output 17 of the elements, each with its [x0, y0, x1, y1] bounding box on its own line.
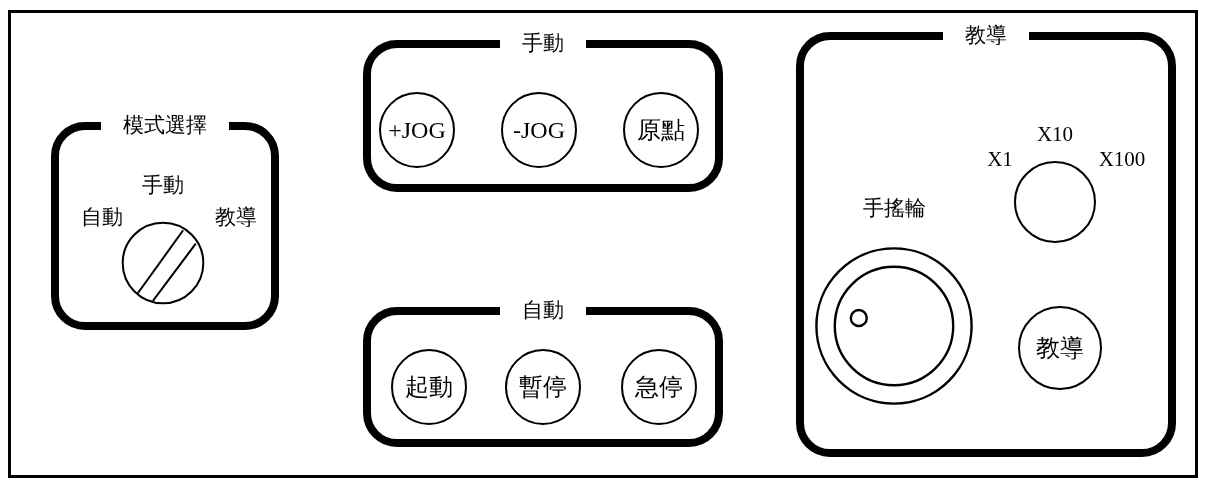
push-button: 急停	[621, 349, 697, 425]
push-button: 起動	[391, 349, 467, 425]
rate-selector-knob	[1014, 161, 1096, 243]
push-button: -JOG	[501, 92, 577, 168]
position-label: X100	[1098, 146, 1146, 172]
push-button: 暫停	[505, 349, 581, 425]
push-button: +JOG	[379, 92, 455, 168]
push-button: 原點	[623, 92, 699, 168]
position-label: 手搖輪	[862, 195, 926, 221]
rotary-switch	[121, 221, 205, 305]
push-button: 教導	[1018, 306, 1102, 390]
position-label: 自動	[81, 204, 123, 230]
position-label: X10	[1036, 121, 1074, 147]
handwheel	[814, 246, 974, 406]
position-label: X1	[987, 146, 1013, 172]
position-label: 手動	[142, 172, 184, 198]
position-label: 教導	[215, 204, 257, 230]
